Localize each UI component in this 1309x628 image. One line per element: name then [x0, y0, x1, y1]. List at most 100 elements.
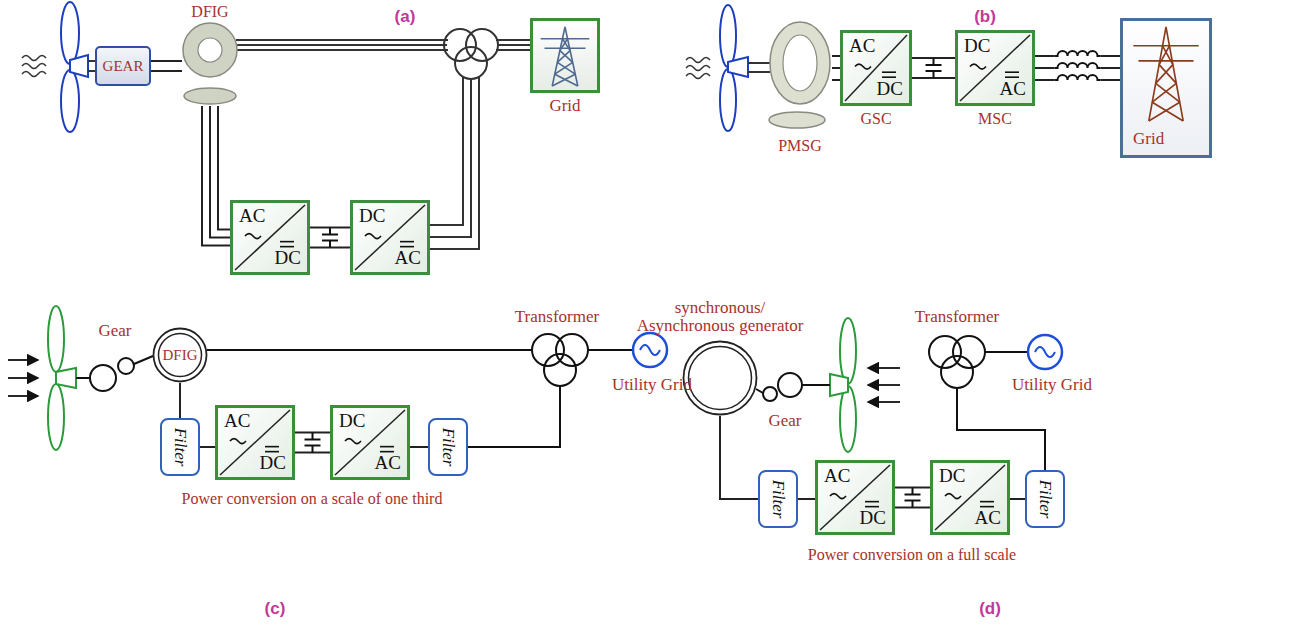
connector	[720, 416, 758, 499]
node-text: AC	[849, 36, 875, 57]
filter-box: Filter	[758, 470, 798, 528]
wind-lines	[22, 64, 46, 69]
converter-box: AC DC	[215, 405, 295, 480]
node-text: GSC	[860, 110, 891, 128]
connector-wire	[200, 446, 215, 448]
connector	[200, 447, 215, 448]
inductor-symbol	[1055, 75, 1101, 80]
pylon-icon	[1156, 65, 1173, 84]
node-shape	[533, 21, 597, 90]
node-shape	[365, 234, 381, 239]
node-shape	[355, 205, 425, 270]
node-text: AC	[239, 206, 265, 227]
pylon-icon	[545, 47, 586, 49]
part-label: Gear	[98, 322, 131, 341]
connector	[895, 488, 930, 508]
pylon-icon	[1159, 46, 1169, 65]
node-text: AC	[1000, 79, 1026, 100]
wind-turbine	[48, 384, 64, 450]
converter-box: ACDCGSC	[840, 30, 912, 106]
transformer-symbol	[953, 336, 985, 368]
converter-box: DCAC	[350, 200, 430, 275]
node-shape	[882, 71, 896, 73]
node-shape	[689, 347, 752, 410]
grid-wires	[957, 352, 1045, 470]
utility-grid-symbol	[1028, 335, 1062, 369]
connector	[410, 447, 428, 448]
connector	[1010, 499, 1025, 500]
generator: synchronous/ Asynchronous generator	[682, 340, 758, 416]
gear-symbol	[118, 358, 134, 374]
gear-symbol	[76, 356, 153, 391]
node-text: DFIG	[191, 3, 228, 21]
shaft	[748, 62, 770, 64]
stator-wires	[236, 44, 447, 46]
capacitor-symbol	[912, 501, 914, 508]
wind-turbine	[48, 306, 76, 450]
wind-arrows	[868, 367, 900, 369]
connector-wire	[151, 60, 182, 62]
converter-box: DCACMSC	[955, 30, 1035, 106]
capacitor-symbol	[926, 64, 942, 66]
converter-box: DCAC	[330, 405, 410, 480]
wind-lines	[686, 58, 710, 79]
node-text: DC	[260, 453, 286, 474]
node-shape	[945, 494, 961, 499]
wind-turbine	[61, 70, 79, 132]
grid-wires	[985, 351, 1028, 353]
transformer-symbol	[556, 334, 588, 366]
utility-grid-symbol	[640, 345, 660, 355]
node-shape	[220, 410, 290, 475]
node-shape	[960, 35, 1030, 101]
wind-lines	[22, 72, 46, 77]
capacitor-symbol	[933, 58, 935, 65]
converter-box: DCAC	[930, 460, 1010, 535]
connector	[912, 58, 955, 78]
wind-arrows	[868, 384, 900, 386]
node-text: Filter	[769, 480, 788, 519]
connector	[151, 61, 182, 71]
node-shape	[684, 342, 757, 415]
part-label: Utility Grid	[612, 376, 692, 395]
pylon-icon	[1152, 102, 1183, 121]
connector	[295, 433, 330, 453]
node-text: Grid	[549, 97, 580, 116]
node-text: DC	[964, 36, 990, 57]
part-label: Gear	[768, 412, 801, 431]
node-shape	[682, 340, 758, 416]
dfig-generator: DFIG	[182, 22, 238, 106]
capacitor-symbol	[912, 488, 914, 495]
wind-turbine	[61, 2, 88, 132]
node-text: DC	[339, 411, 365, 432]
node-shape	[845, 35, 907, 101]
node-text: DC	[359, 206, 385, 227]
wind-lines	[686, 58, 710, 63]
connector-wire	[210, 106, 230, 238]
stator-wires	[430, 77, 463, 225]
part-label: Utility Grid	[1012, 376, 1092, 395]
transformer-symbol	[466, 29, 498, 61]
dfig-generator: DFIG	[152, 327, 208, 383]
caption-note: Power conversion on a scale of one third	[182, 490, 443, 508]
node-shape	[265, 446, 279, 448]
node-shape	[769, 112, 825, 128]
gear-symbol	[802, 384, 830, 386]
connector-wire	[1010, 498, 1025, 500]
panel-label: (a)	[395, 8, 416, 27]
wind-arrows	[8, 377, 38, 379]
node-shape	[380, 446, 394, 448]
pylon-icon	[1133, 27, 1198, 121]
wind-lines	[22, 56, 46, 77]
pylon-icon	[541, 38, 590, 40]
filter-box: Filter	[160, 418, 200, 476]
connector-wire	[410, 446, 428, 448]
pylon-icon	[1138, 60, 1193, 62]
capacitor-symbol	[329, 228, 331, 235]
node-text: DC	[275, 248, 301, 269]
wind-lines	[686, 74, 710, 79]
capacitor-symbol	[312, 446, 314, 453]
node-shape	[280, 241, 294, 243]
pylon-icon	[541, 27, 590, 86]
node-shape	[345, 439, 361, 444]
node-text: AC	[224, 411, 250, 432]
